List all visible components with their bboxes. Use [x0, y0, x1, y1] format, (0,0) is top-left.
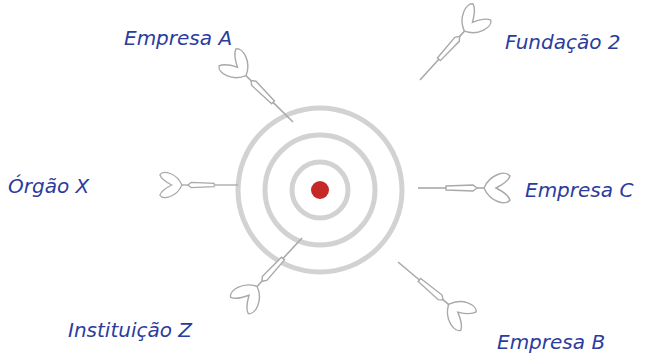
- dart-label: Empresa C: [525, 178, 633, 202]
- dart-label: Empresa A: [124, 26, 232, 50]
- dart-label: Empresa B: [497, 330, 605, 354]
- dart-label: Instituição Z: [68, 318, 192, 342]
- dart: [217, 47, 303, 133]
- dart: [229, 228, 313, 315]
- dart: [389, 251, 478, 333]
- dart: [160, 173, 238, 198]
- dart-label: Órgão X: [8, 174, 89, 198]
- target: [238, 108, 402, 272]
- dart: [418, 173, 510, 202]
- dart-label: Fundação 2: [505, 30, 621, 54]
- dart: [409, 2, 493, 90]
